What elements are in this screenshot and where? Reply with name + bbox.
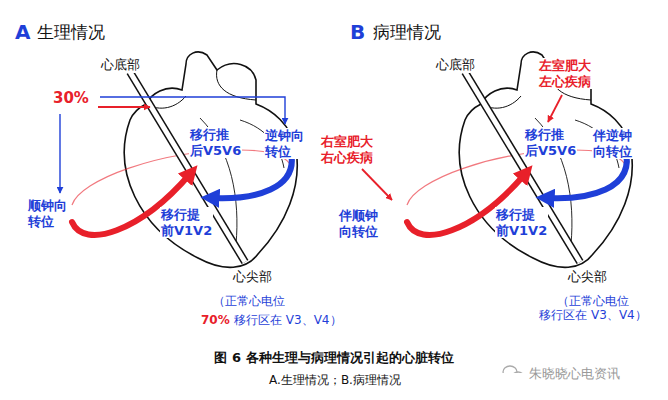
panel-heading: 病理情况 [372,22,442,42]
rotation-label: 伴逆钟 向转位 [592,128,633,159]
heart-figure [72,52,297,267]
percent-note: 70% [200,313,231,327]
note-text: 移行区在 V3、V4） [233,313,343,327]
percent-note: 30% [52,89,90,107]
note-text: （正常心电位 移行区在 V3、V4） [536,294,650,323]
part-name: 心尖部 [567,269,608,285]
leader-line [100,97,285,124]
panel-letter: A [14,20,31,44]
leader-line [362,169,392,200]
part-name: 心尖部 [232,269,273,285]
leader-line [59,114,60,193]
leader-line [98,106,150,108]
rotation-label: 顺钟向 转位 [27,198,68,229]
heart-figure [407,52,632,267]
figure-caption: 图 6 各种生理与病理情况引起的心脏转位 [0,350,668,366]
part-name: 心底部 [435,57,476,73]
part-name: 心底部 [100,57,141,73]
rotation-label: 逆钟向 转位 [264,128,305,159]
watermark: 朱晓晓心电资讯 [528,366,621,382]
panel-letter: B [349,20,366,44]
transition-note: 移行推 后V5V6 [524,127,577,158]
rotation-label: 伴顺钟 向转位 [338,208,379,239]
disease-note: 右室肥大 右心疾病 [320,134,374,165]
transition-note: 移行提 前V1V2 [160,207,213,238]
leader-line [548,95,562,122]
note-text: （正常心电位 [212,294,286,308]
disease-note: 左室肥大 左心疾病 [538,58,592,89]
transition-note: 移行提 前V1V2 [495,207,548,238]
panel-heading: 生理情况 [36,22,106,42]
transition-note: 移行推 后V5V6 [189,127,242,158]
